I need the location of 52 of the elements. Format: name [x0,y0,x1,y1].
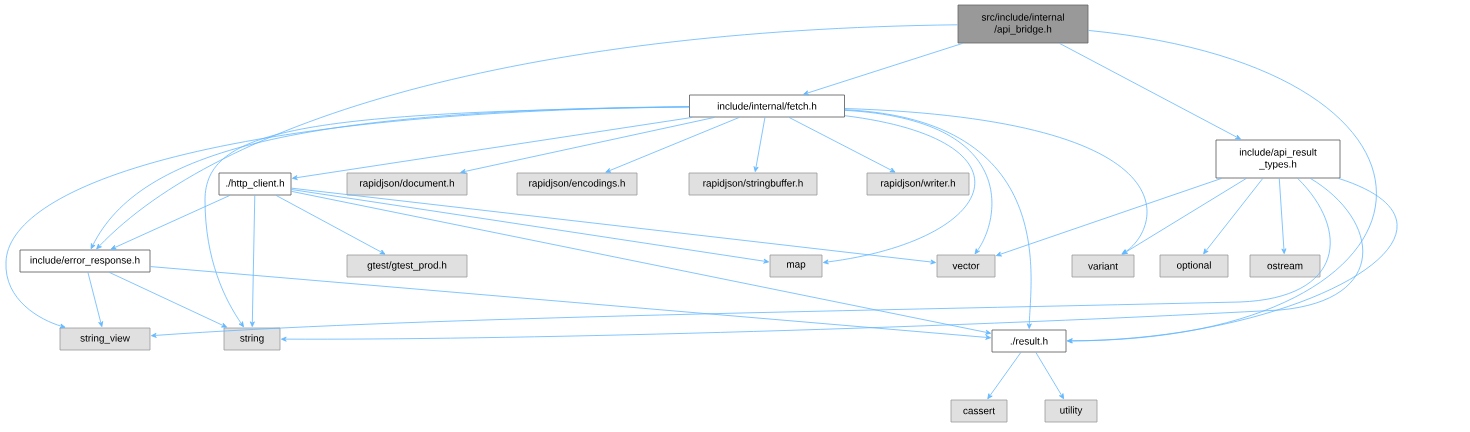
arrow [110,195,231,250]
arrow [844,108,1148,255]
header-file-box: optional [1159,254,1229,278]
arrow [275,195,386,255]
arrow [292,117,693,181]
header-file-box: src/include/internal /api_bridge.h [957,4,1089,44]
arrow [1122,178,1247,255]
header-file-box: include/internal/fetch.h [689,94,845,118]
header-file-box: cassert [950,399,1008,423]
arrow [1035,352,1065,400]
arrow [249,195,256,327]
header-file-box: rapidjson/document.h [346,172,468,196]
arrow [291,189,769,264]
header-file-box: include/error_response.h [19,249,151,273]
arrow [109,272,228,328]
arrow [987,352,1022,400]
arrow [605,117,740,173]
header-file-box: variant [1071,254,1135,278]
header-file-box: vector [936,254,996,278]
arrow [823,115,975,265]
header-file-box: ostream [1249,254,1321,278]
arrow [995,178,1222,257]
header-file-box: rapidjson/writer.h [866,172,970,196]
header-file-box: rapidjson/stringbuffer.h [688,172,818,196]
arrow [1067,30,1377,344]
arrow [844,109,1032,329]
arrow [1067,178,1398,344]
arrow [204,106,690,328]
arrow [1278,178,1287,254]
arrow [96,24,958,250]
arrow [281,178,1363,342]
arrow [1059,43,1241,140]
arrow [291,187,936,265]
arrow [803,43,963,96]
header-file-box: string_view [59,327,151,351]
arrow [844,109,993,255]
header-file-box: gtest/gtest_prod.h [346,254,468,278]
header-file-box: ./http_client.h [218,172,292,196]
arrow [753,117,766,172]
header-file-box: include/api_result _types.h [1215,139,1341,179]
arrow [460,117,715,174]
header-file-box: rapidjson/encodings.h [516,172,638,196]
header-file-box: utility [1044,399,1098,423]
header-file-box: ./result.h [991,329,1067,353]
arrow [788,117,896,173]
header-file-box: string [223,327,281,351]
arrow [87,272,104,327]
arrow [291,190,991,335]
arrow [1203,178,1264,255]
arrow [150,266,991,340]
arrow [151,178,1331,338]
header-file-box: map [769,254,823,278]
